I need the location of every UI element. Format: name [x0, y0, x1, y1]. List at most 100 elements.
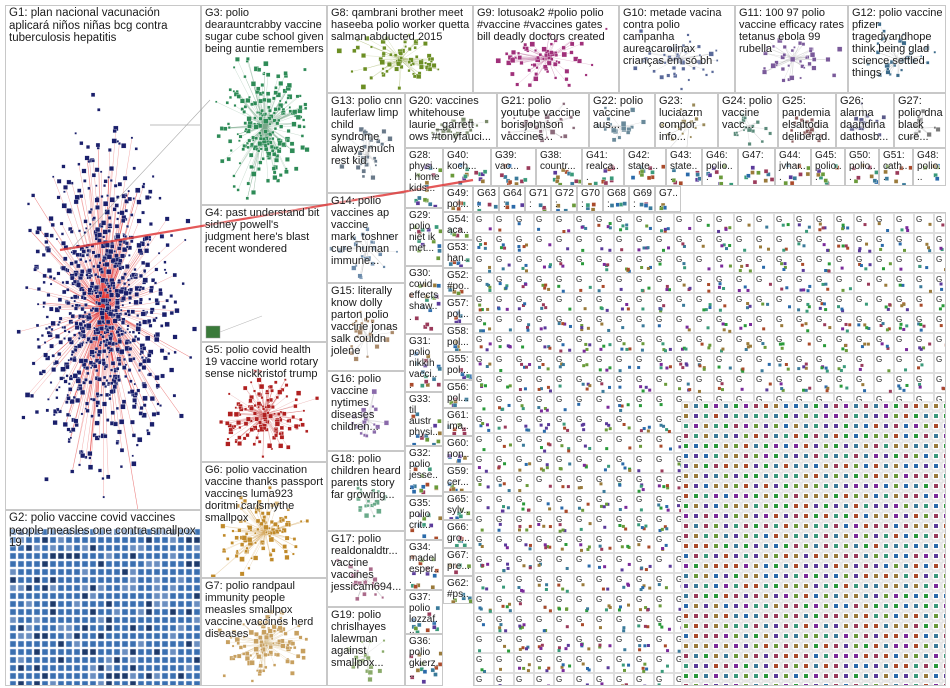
- group-G5: G5: polio covid health 19 vaccine world …: [201, 342, 327, 462]
- group-G26: G26: alarma daandina dathosb...: [836, 93, 894, 148]
- group-label: G42: state...: [628, 150, 659, 172]
- group-node-cluster: [851, 163, 878, 185]
- group-node-cluster: [744, 165, 774, 185]
- group-node-cluster: [410, 513, 442, 539]
- small-group-7: G46: polio...: [702, 148, 738, 186]
- group-label: G19: polio chrislhayes lalewman against …: [331, 609, 387, 669]
- group-G21: G21: polio youtube vaccine borisjohnson …: [497, 93, 589, 148]
- group-node-cluster: [587, 164, 616, 185]
- group-label: G45: polio...: [815, 150, 842, 183]
- group-node-cluster: [448, 563, 472, 575]
- group-label: G49: pol...: [447, 188, 469, 210]
- small-group-45: G7...: [655, 186, 681, 212]
- small-group-19: G57: pol...: [443, 296, 473, 324]
- group-label: G60: non...: [447, 438, 470, 463]
- group-label: G35: polio crit...: [409, 498, 431, 531]
- group-node-cluster: [356, 482, 388, 519]
- group-node-cluster: [639, 202, 653, 211]
- small-group-4: G41: realca...: [582, 148, 624, 186]
- small-group-17: G53: han...: [443, 240, 473, 268]
- small-group-1: G40: koch...: [443, 148, 491, 186]
- group-node-cluster: [409, 351, 442, 388]
- group-label: G52: #po...: [447, 270, 470, 295]
- small-group-6: G43: state...: [666, 148, 702, 186]
- small-group-33: G32: polio jesse...: [405, 446, 443, 496]
- group-G11: G11: 100 97 polio vaccine efficacy rates…: [735, 5, 848, 93]
- group-G6: G6: polio vaccination vaccine thanks pas…: [201, 462, 327, 578]
- group-label: G62: #ps...: [447, 578, 469, 603]
- small-group-2: G39: vac...: [491, 148, 536, 186]
- group-label: G32: polio jesse...: [409, 448, 438, 492]
- group-node-cluster: [346, 639, 386, 682]
- group-label: G22: polio vaccine aus...: [593, 95, 644, 131]
- group-label: G56: pol...: [447, 382, 469, 404]
- small-group-32: G33: til austr physi...: [405, 392, 443, 446]
- group-label: G31: polio nikkih vacci...: [409, 336, 438, 391]
- small-group-42: G70:: [577, 186, 603, 212]
- group-node-cluster: [849, 102, 887, 137]
- group-label: G68:: [607, 188, 626, 210]
- group-G4: G4: past understand bit sidney powell's …: [201, 205, 327, 342]
- group-node-cluster: [476, 201, 498, 211]
- group-node-cluster: [448, 258, 470, 267]
- group-label: G29: polio niet ik met...: [409, 210, 436, 254]
- small-group-44: G69:: [629, 186, 655, 212]
- group-label: G8: qambrani brother meet haseeba polio …: [331, 7, 470, 43]
- group-node-cluster: [411, 605, 440, 633]
- group-G2: G2: polio vaccine covid vaccines people …: [5, 510, 201, 686]
- small-group-41: G72:: [551, 186, 577, 212]
- group-node-cluster: [507, 102, 576, 143]
- group-label: G6: polio vaccination vaccine thanks pas…: [205, 464, 324, 524]
- group-label: G4: past understand bit sidney powell's …: [205, 207, 320, 255]
- group-node-cluster: [215, 56, 310, 200]
- group-node-cluster: [660, 103, 706, 147]
- group-node-cluster: [671, 168, 701, 185]
- group-label: G65: sylv...: [447, 494, 470, 519]
- group-label: G25: pandemia elsaltodia deliberad...: [782, 95, 831, 147]
- small-group-0: G28: physi... home kids...: [405, 148, 443, 208]
- small-group-15: G49: pol...: [443, 186, 473, 212]
- group-node-cluster: [411, 412, 442, 445]
- small-group-36: G37: polio lozzaf...: [405, 590, 443, 634]
- group-label: G17: polio realdonaldtr... vaccine vacci…: [331, 533, 402, 593]
- group-label: G12: polio vaccine pfizer tragedyandhope…: [852, 7, 943, 79]
- group-node-cluster: [883, 164, 912, 185]
- small-group-37: G36: polio gkierz...: [405, 634, 443, 686]
- group-node-cluster: [447, 453, 468, 463]
- small-group-13: G48: polio...: [913, 148, 946, 186]
- group-G15: G15: literally know dolly parton polio v…: [327, 283, 405, 371]
- group-G17: G17: polio realdonaldtr... vaccine vacci…: [327, 531, 405, 607]
- small-group-29: G62: #ps...: [443, 576, 473, 604]
- group-label: G40: koch...: [447, 150, 477, 172]
- group-node-cluster: [453, 340, 461, 351]
- group-G19: G19: polio chrislhayes lalewman against …: [327, 607, 405, 686]
- group-label: G34: madel esper...: [409, 542, 440, 586]
- small-group-40: G71:: [525, 186, 551, 212]
- group-node-cluster: [866, 22, 937, 78]
- small-group-25: G59: cer...: [443, 464, 473, 492]
- group-node-cluster: [16, 92, 197, 509]
- group-node-cluster: [733, 113, 772, 146]
- group-label: G33: til austr physi...: [409, 394, 438, 446]
- group-G9: G9: lotusoak2 #polio polio #vaccine #vac…: [473, 5, 619, 93]
- group-node-cluster: [205, 315, 263, 339]
- group-G24: G24: polio vaccine vacc...: [718, 93, 778, 148]
- group-label: G13: polio cnn lauferlaw limp child synd…: [331, 95, 402, 167]
- group-label: G20: vaccines whitehouse laurie_garrett …: [409, 95, 491, 143]
- group-node-cluster: [409, 464, 439, 495]
- small-group-3: G38: countr...: [536, 148, 582, 186]
- small-group-39: G64:: [499, 186, 525, 212]
- small-group-12: G51: cath...: [879, 148, 913, 186]
- small-group-26: G65: sylv...: [443, 492, 473, 520]
- small-group-9: G44: jvhar...: [775, 148, 811, 186]
- group-node-cluster: [410, 554, 439, 589]
- group-label: G71:: [529, 188, 548, 210]
- group-node-cluster: [659, 202, 668, 211]
- group-node-cluster: [816, 163, 840, 185]
- group-label: G37: polio lozzaf...: [409, 592, 438, 634]
- group-G20: G20: vaccines whitehouse laurie_garrett …: [405, 93, 497, 148]
- group-label: G7: polio randpaul immunity people measl…: [205, 580, 314, 640]
- group-node-cluster: [504, 201, 524, 210]
